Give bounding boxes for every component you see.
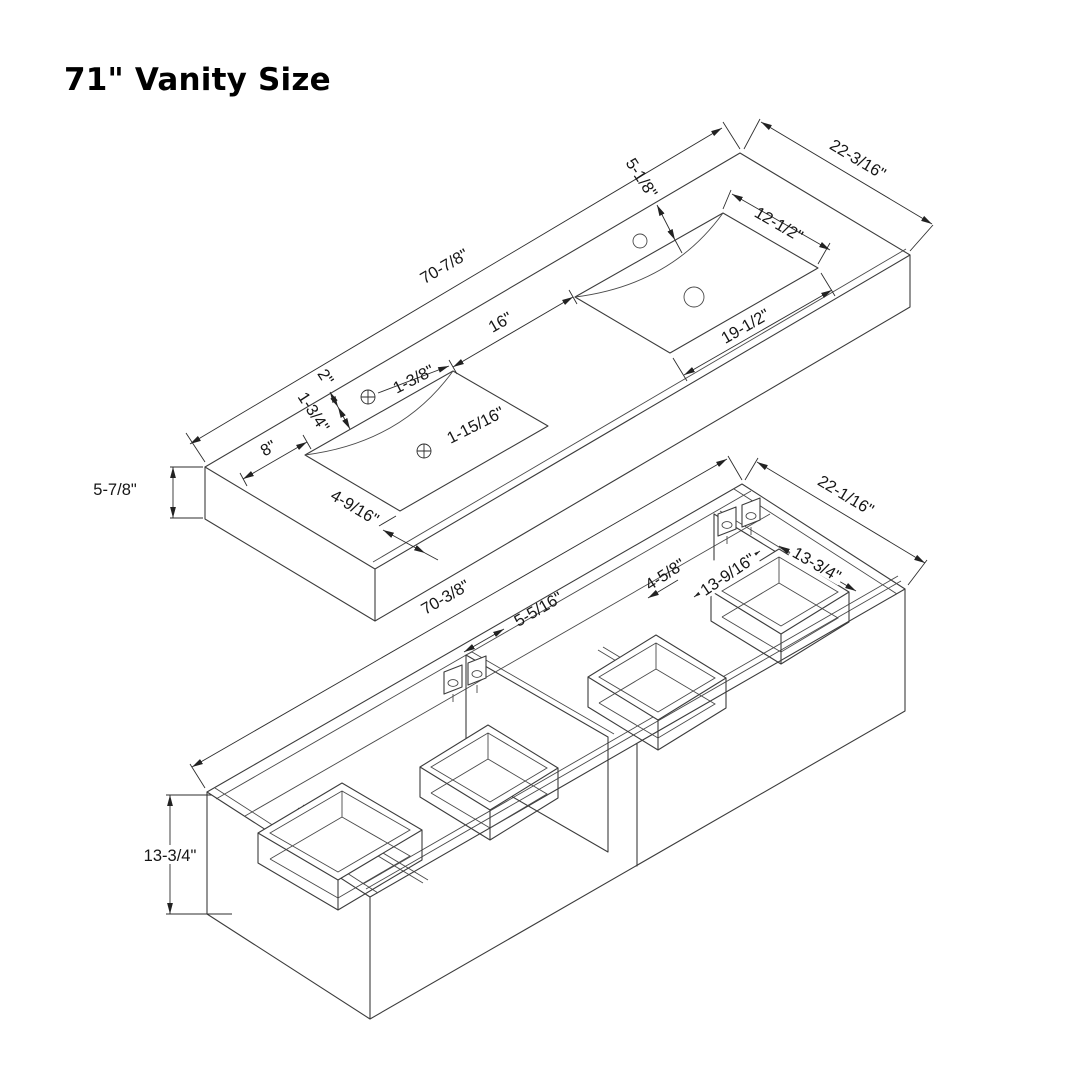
cabinet-dimensions: 70-3/8" 22-1/16" 5-5/16" 4-5/8" 13-9/16"…: [136, 455, 928, 915]
drawer-box-center-left: [419, 724, 559, 841]
countertop-view: 70-7/8" 22-3/16" 5-1/8" 12-1/2" 19-1/2": [93, 118, 934, 622]
dim-sink-front-width: 19-1/2": [718, 306, 773, 348]
faucet-hole-right: [632, 233, 648, 249]
dim-cabinet-length: 70-3/8": [418, 577, 473, 619]
drain-hole-right: [683, 286, 705, 308]
dim-drawer-gap: 4-5/8": [642, 555, 688, 594]
dim-cabinet-depth: 22-1/16": [814, 472, 876, 519]
drain-hole-callout: 1-15/16": [416, 403, 507, 459]
wall-bracket-right: [717, 497, 761, 544]
cabinet-view: 70-3/8" 22-1/16" 5-5/16" 4-5/8" 13-9/16"…: [136, 455, 928, 1020]
drawer-box-center-right: [587, 634, 727, 751]
dim-cabinet-height: 13-3/4": [144, 847, 197, 865]
drawer-box-front-left: [257, 782, 423, 911]
page-title: 71" Vanity Size: [64, 62, 331, 98]
dim-divider-offset: 5-5/16": [511, 589, 566, 631]
dim-faucet-hole-dia: 1-3/8": [390, 362, 437, 398]
dim-between-sinks: 16": [486, 309, 516, 337]
wall-bracket-center: [443, 655, 487, 702]
dim-drain-hole-dia: 1-15/16": [444, 403, 507, 447]
dim-countertop-depth: 22-3/16": [826, 136, 888, 183]
dim-sink-front-offset: 4-9/16": [327, 486, 382, 529]
dim-faucet-setback: 2": [314, 366, 337, 389]
dim-sink-setback: 5-1/8": [622, 155, 661, 201]
dim-sink-back-width: 12-1/2": [751, 204, 806, 246]
dim-countertop-thickness: 5-7/8": [93, 481, 137, 499]
dim-sink-left-offset: 8": [257, 437, 279, 460]
countertop-front-edge-inner-line: [372, 248, 907, 563]
countertop-dimensions: 70-7/8" 22-3/16" 5-1/8" 12-1/2" 19-1/2": [93, 118, 934, 561]
